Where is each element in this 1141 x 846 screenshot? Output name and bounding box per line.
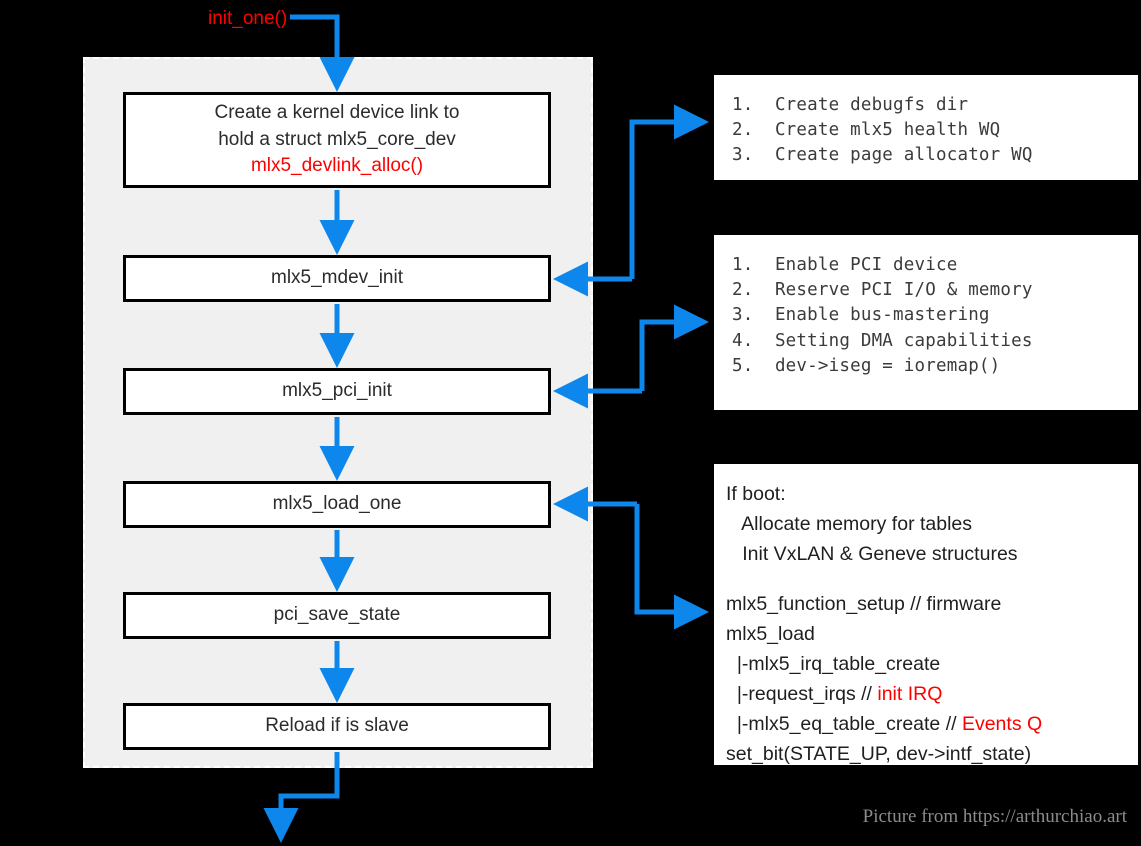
connector-step4-note3-out xyxy=(634,504,710,630)
note-line: |-mlx5_irq_table_create xyxy=(726,653,941,676)
flow-step-accent: mlx5_devlink_alloc() xyxy=(250,155,424,177)
note-line: 3. Create page allocator WQ xyxy=(732,145,1033,166)
flow-step-reload-if-slave[interactable]: Reload if is slave xyxy=(123,703,551,750)
note-line: Allocate memory for tables xyxy=(726,513,973,536)
arrow-step6-exit xyxy=(263,752,340,844)
note-line: set_bit(STATE_UP, dev->intf_state) xyxy=(726,743,1032,766)
flow-step-line: pci_save_state xyxy=(273,604,401,626)
note-line-text: |-mlx5_eq_table_create // xyxy=(726,713,962,736)
note-line: 2. Create mlx5 health WQ xyxy=(732,120,1001,141)
note-line: 2. Reserve PCI I/O & memory xyxy=(732,280,1033,301)
note-line: If boot: xyxy=(726,483,786,505)
note-line: 4. Setting DMA capabilities xyxy=(732,330,1033,351)
flow-step-line: mlx5_pci_init xyxy=(282,380,392,402)
note-box-mdev-init-details: 1. Create debugfs dir 2. Create mlx5 hea… xyxy=(711,72,1141,183)
note-line: 3. Enable bus-mastering xyxy=(732,305,990,326)
note-box-load-one-details: If boot: Allocate memory for tables Init… xyxy=(711,461,1141,768)
note-line-accent: Events Q xyxy=(961,713,1043,736)
flow-step-line: mlx5_mdev_init xyxy=(271,267,403,289)
arrow-entry-to-step1 xyxy=(290,14,355,93)
flow-step-mlx5-load-one[interactable]: mlx5_load_one xyxy=(123,481,551,528)
note-line: 1. Enable PCI device xyxy=(732,255,958,275)
note-line: |-request_irqs // init IRQ xyxy=(726,679,1138,709)
flow-step-mlx5-mdev-init[interactable]: mlx5_mdev_init xyxy=(123,255,551,302)
flow-step-pci-save-state[interactable]: pci_save_state xyxy=(123,592,551,639)
flow-step-line: mlx5_load_one xyxy=(272,493,402,515)
note-line: 5. dev->iseg = ioremap() xyxy=(732,355,1001,376)
note-line: mlx5_load xyxy=(726,623,815,646)
note-line-accent: init IRQ xyxy=(877,683,943,706)
flow-step-line: Reload if is slave xyxy=(265,715,409,737)
connector-step2-note1-out xyxy=(629,104,710,279)
flow-step-line: Create a kernel device link to xyxy=(214,101,460,123)
note-box-pci-init-details: 1. Enable PCI device 2. Reserve PCI I/O … xyxy=(711,232,1141,413)
credit-text: Picture from https://arthurchiao.art xyxy=(862,806,1127,827)
note-line: mlx5_function_setup // firmware xyxy=(726,593,1002,616)
note-line: Init VxLAN & Geneve structures xyxy=(726,543,1018,566)
flow-step-create-device-link[interactable]: Create a kernel device link to hold a st… xyxy=(123,92,551,188)
flow-step-mlx5-pci-init[interactable]: mlx5_pci_init xyxy=(123,368,551,415)
note-line: |-mlx5_eq_table_create // Events Q xyxy=(726,709,1138,739)
entry-label: init_one() xyxy=(208,8,288,29)
note-line-text: |-request_irqs // xyxy=(726,683,878,706)
connector-step3-note2-out xyxy=(639,304,710,391)
flow-step-line: hold a struct mlx5_core_dev xyxy=(218,128,456,150)
note-line: 1. Create debugfs dir xyxy=(732,95,969,115)
